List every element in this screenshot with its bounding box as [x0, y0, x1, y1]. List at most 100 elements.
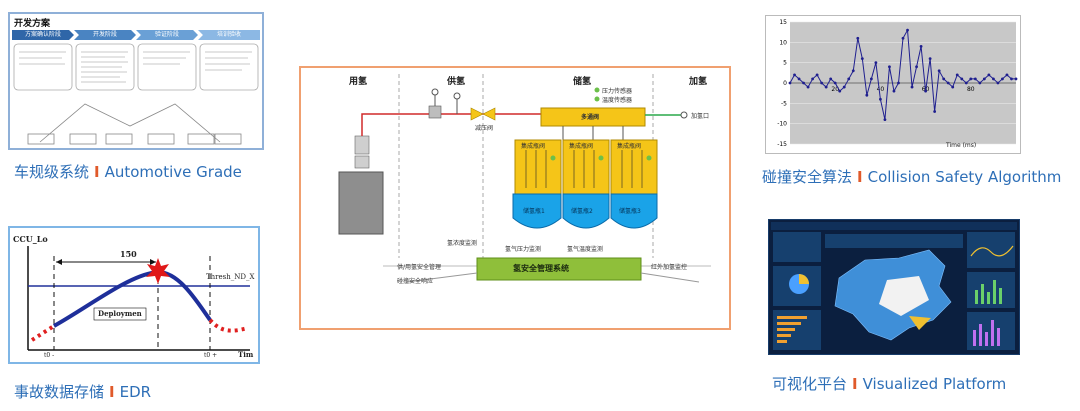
collision-data-point: [888, 65, 891, 69]
collision-data-point: [1005, 73, 1009, 77]
left-input-2: 碰撞安全响应: [397, 278, 434, 285]
collision-data-point: [964, 81, 968, 85]
edr-span-arrow-left: [56, 259, 62, 265]
safety-system-label: 氢安全管理系统: [513, 264, 569, 273]
collision-x-tick: 20: [831, 86, 839, 93]
edr-deploy-burst: [146, 258, 170, 284]
collision-data-point: [842, 85, 846, 89]
collision-data-point: [883, 118, 887, 121]
collision-y-tick: 5: [783, 60, 787, 67]
collision-data-point: [897, 81, 900, 85]
collision-data-point: [933, 110, 937, 113]
stage-4: 培训验收: [198, 30, 260, 40]
edr-thresh-label: Thresh_ND_X: [206, 273, 255, 281]
tank-2: 储氢瓶2: [571, 208, 593, 215]
visual-caption-sep: I: [852, 375, 858, 393]
edr-x-label: Tim: [238, 350, 254, 359]
zone-refuel: 加氢: [689, 77, 708, 87]
automotive-caption-sep: I: [94, 163, 100, 181]
edr-chart: [27, 246, 250, 351]
collision-data-point: [996, 81, 1000, 85]
collision-data-point: [910, 85, 914, 89]
edr-caption-sep: I: [109, 383, 115, 401]
stage-1: 方案确认阶段: [12, 30, 74, 40]
collision-data-point: [928, 57, 932, 60]
stage-3: 验证阶段: [136, 30, 198, 40]
collision-data-point: [1010, 77, 1013, 81]
collision-data-point: [879, 97, 882, 101]
edr-t0-minus: t0 -: [44, 352, 55, 359]
fill-port-label: 加氢口: [691, 113, 710, 120]
monitor-temperature: 氢气温度监测: [567, 246, 604, 253]
left-input-1: 供/用氢安全管理: [397, 264, 442, 271]
collision-y-tick: 0: [783, 80, 787, 87]
collision-data-point: [1001, 77, 1004, 81]
collision-data-point: [788, 81, 792, 85]
stage-bar: 方案确认阶段 开发阶段 验证阶段 培训验收: [12, 30, 260, 40]
visual-panel: [768, 219, 1020, 355]
hydrogen-panel: 用氢 供氢 储氢 加氢 减压阀 多通阀 压力传感器 温度传感器 加氢口 集成瓶阀…: [299, 66, 731, 330]
monitor-concentration: 氢浓度监测: [447, 240, 478, 247]
edr-curve-post: [208, 318, 249, 333]
collision-data-point: [978, 81, 982, 85]
collision-data-point: [1014, 77, 1018, 81]
collision-data-point: [811, 77, 814, 81]
collision-data-point: [919, 45, 923, 48]
collision-data-point: [824, 85, 828, 89]
edr-panel: CCU_Lo 150 Thresh_ND_X Deploymen t0 - t0…: [8, 226, 260, 364]
collision-caption-en: Collision Safety Algorithm: [867, 168, 1062, 186]
tank-valve-2: 集成瓶阀: [569, 143, 594, 150]
collision-data-point: [951, 85, 955, 89]
collision-data-point: [856, 36, 860, 40]
hydrogen-diagram: [338, 74, 711, 283]
collision-data-point: [847, 77, 851, 81]
collision-data-point: [802, 81, 805, 85]
collision-data-point: [992, 77, 995, 81]
collision-data-point: [865, 93, 869, 97]
collision-data-point: [906, 28, 909, 32]
fuel-cell: [338, 171, 384, 235]
automotive-caption-cn: 车规级系统: [14, 163, 90, 181]
collision-data-point: [874, 61, 878, 65]
collision-data-point: [901, 36, 905, 40]
collision-data-point: [987, 73, 991, 77]
edr-deploy-label: Deploymen: [98, 309, 142, 318]
collision-data-point: [946, 81, 950, 85]
collision-caption-cn: 碰撞安全算法: [762, 168, 853, 186]
legend-pressure: 压力传感器: [602, 88, 633, 95]
automotive-diagram: [13, 43, 259, 145]
visual-caption-cn: 可视化平台: [772, 375, 848, 393]
collision-data-point: [860, 57, 864, 60]
automotive-panel: 开发方案 方案确认阶段 开发阶段 验证阶段 培训验收: [8, 12, 264, 150]
edr-y-label: CCU_Lo: [13, 234, 48, 244]
collision-data-point: [915, 65, 918, 69]
supply-pipe: [361, 113, 541, 136]
manifold-label: 多通阀: [581, 114, 600, 121]
visual-caption-en: Visualized Platform: [862, 375, 1007, 393]
pressure-reducer-valve: [470, 107, 484, 121]
edr-caption-en: EDR: [119, 383, 152, 401]
zone-supply: 供氢: [447, 77, 466, 87]
collision-x-tick: 40: [877, 86, 885, 93]
collision-data-point: [924, 89, 927, 93]
collision-data-point: [942, 77, 946, 81]
edr-t0-plus: t0 +: [204, 352, 218, 359]
collision-data-point: [851, 69, 855, 73]
collision-data-point: [973, 77, 977, 81]
collision-data-point: [937, 69, 941, 73]
collision-data-point: [869, 77, 873, 81]
edr-deploy-box: [93, 307, 147, 321]
collision-data-point: [806, 85, 810, 89]
zone-storage: 储氢: [573, 77, 592, 87]
collision-data-point: [892, 89, 896, 93]
edr-caption-cn: 事故数据存储: [14, 383, 105, 401]
collision-data-point: [815, 73, 819, 77]
collision-data-point: [797, 77, 801, 81]
tank-valve-3: 集成瓶阀: [617, 143, 642, 150]
